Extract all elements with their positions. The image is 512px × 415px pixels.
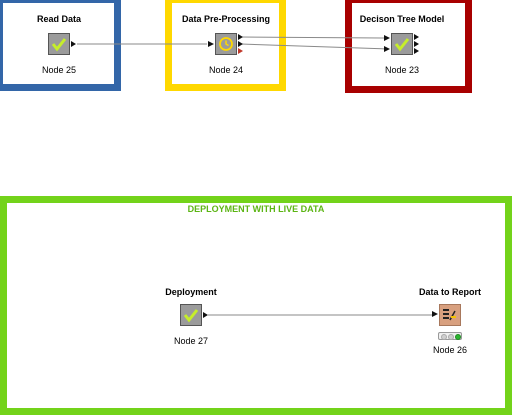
connection-preprocessing-to-model-2	[240, 43, 389, 50]
node-tree-model[interactable]: Decison Tree Model Node 23	[352, 14, 452, 84]
node-preprocessing[interactable]: Data Pre-Processing Node 24	[176, 14, 276, 84]
node-label: Node 25	[41, 65, 77, 75]
annotation-deployment[interactable]: DEPLOYMENT WITH LIVE DATA	[0, 196, 512, 415]
annotation-deployment-label: DEPLOYMENT WITH LIVE DATA	[187, 204, 325, 214]
annotation-read-data[interactable]	[0, 0, 121, 91]
status-light-red	[441, 334, 447, 340]
node-title: Read Data	[36, 14, 81, 24]
connection-preprocessing-to-model-1	[240, 36, 389, 39]
report-icon[interactable]	[439, 304, 461, 326]
node-label: Node 27	[173, 336, 209, 346]
output-port-3[interactable]	[238, 48, 243, 54]
input-port-1[interactable]	[384, 35, 390, 41]
annotation-tree-model[interactable]	[345, 0, 472, 93]
node-read-data[interactable]: Read Data Node 25	[9, 14, 109, 84]
node-title: Data Pre-Processing	[181, 14, 271, 24]
input-port[interactable]	[208, 41, 214, 47]
input-port-2[interactable]	[384, 46, 390, 52]
node-title: Data to Report	[418, 287, 481, 297]
status-traffic-light	[438, 332, 462, 340]
node-label: Node 26	[432, 345, 468, 355]
node-deployment[interactable]: Deployment Node 27	[141, 287, 241, 347]
checkmark-icon[interactable]	[180, 304, 202, 326]
node-label: Node 23	[384, 65, 420, 75]
status-light-yellow	[448, 334, 454, 340]
checkmark-icon[interactable]	[48, 33, 70, 55]
status-light-green	[455, 334, 461, 340]
metanode-clock-icon[interactable]	[215, 33, 237, 55]
node-report[interactable]: Data to Report Node 26	[400, 287, 500, 359]
node-title: Decison Tree Model	[359, 14, 445, 24]
output-port[interactable]	[71, 41, 76, 47]
checkmark-icon[interactable]	[391, 33, 413, 55]
output-port-1[interactable]	[414, 34, 419, 40]
node-title: Deployment	[165, 287, 217, 297]
output-port[interactable]	[203, 312, 208, 318]
output-port-2[interactable]	[238, 41, 243, 47]
output-port-2[interactable]	[414, 41, 419, 47]
output-port-1[interactable]	[238, 34, 243, 40]
node-label: Node 24	[208, 65, 244, 75]
input-port[interactable]	[432, 311, 438, 317]
output-port-3[interactable]	[414, 48, 419, 54]
